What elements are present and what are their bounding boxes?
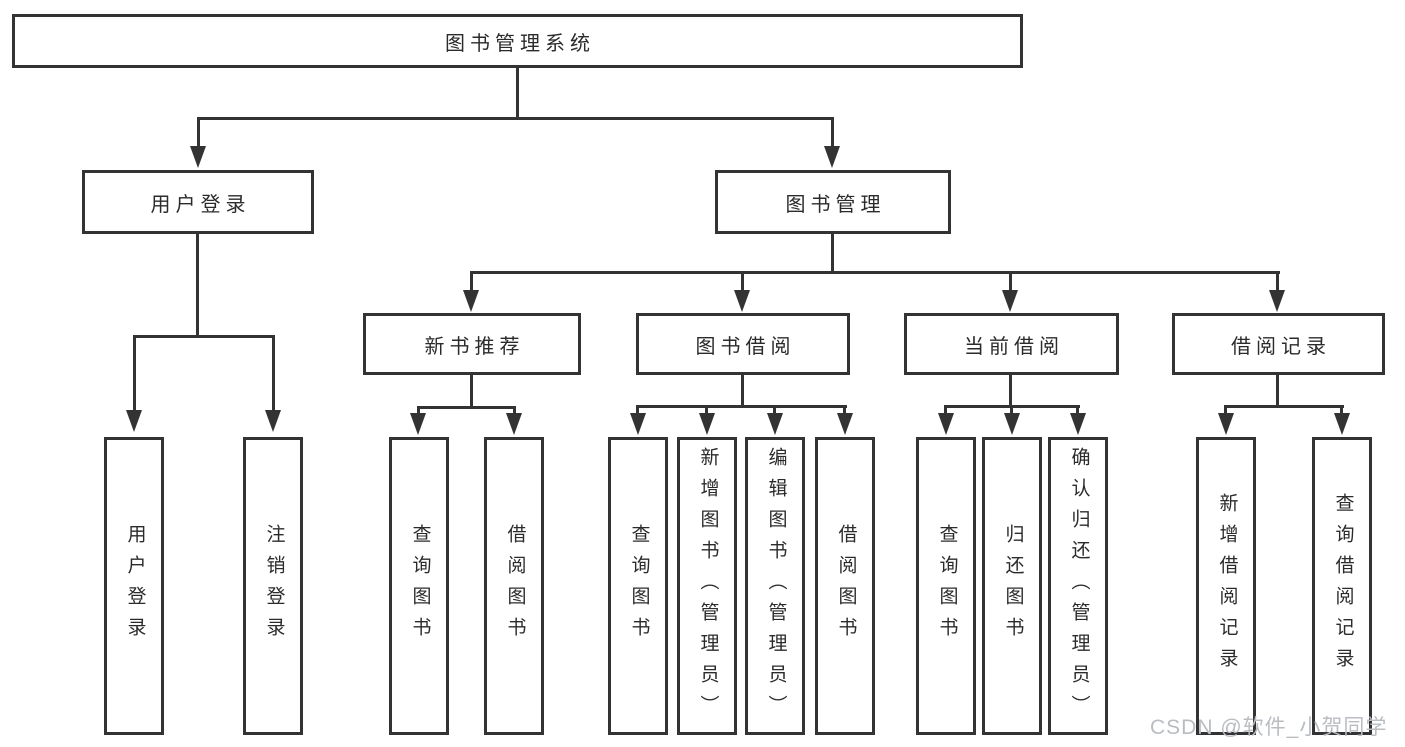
node-book-borrowing: 图书借阅 [636,313,850,375]
connector-line [272,335,275,412]
arrow-down-icon [463,290,479,312]
arrow-down-icon [630,413,646,435]
connector-line [133,335,275,338]
connector-line [513,406,516,416]
connector-line [196,234,199,335]
leaf-return-books: 归还图书 [982,437,1042,735]
watermark: CSDN @软件_小贺同学 [1150,716,1388,739]
node-book-management: 图书管理 [715,170,951,234]
connector-line [197,117,200,148]
leaf-query-books: 查询图书 [389,437,449,735]
connector-line [417,406,516,409]
connector-line [741,271,744,292]
leaf-add-books-admin: 新增图书（管理员） [677,437,737,735]
arrow-down-icon [1004,413,1020,435]
connector-line [1276,271,1279,292]
leaf-edit-books-admin: 编辑图书（管理员） [745,437,805,735]
arrow-down-icon [699,413,715,435]
connector-line [133,335,136,412]
arrow-down-icon [837,413,853,435]
arrow-down-icon [506,413,522,435]
arrow-down-icon [126,410,142,432]
connector-line [470,271,1280,274]
connector-line [636,405,639,415]
connector-line [1009,271,1012,292]
connector-line [417,406,420,416]
arrow-down-icon [1269,290,1285,312]
arrow-down-icon [767,413,783,435]
connector-line [1276,375,1279,405]
arrow-down-icon [190,146,206,168]
leaf-confirm-return-admin: 确认归还（管理员） [1048,437,1108,735]
connector-line [773,405,776,415]
connector-line [1009,375,1012,405]
connector-line [831,234,834,271]
arrow-down-icon [938,413,954,435]
connector-line [944,405,947,415]
connector-line [705,405,708,415]
connector-line [470,375,473,406]
connector-line [1076,405,1079,415]
arrow-down-icon [824,146,840,168]
connector-line [1340,405,1343,415]
connector-line [831,117,834,148]
leaf-borrow-books: 借阅图书 [815,437,875,735]
connector-line [636,405,847,408]
leaf-query-books: 查询图书 [608,437,668,735]
node-borrowing-records: 借阅记录 [1172,313,1385,375]
connector-line [1010,405,1013,415]
leaf-user-login: 用户登录 [104,437,164,735]
node-user-login: 用户登录 [82,170,314,234]
connector-line [741,375,744,405]
node-new-book-recommendation: 新书推荐 [363,313,581,375]
leaf-logout-login: 注销登录 [243,437,303,735]
node-current-borrowing: 当前借阅 [904,313,1119,375]
leaf-query-borrow-record: 查询借阅记录 [1312,437,1372,735]
connector-line [1224,405,1227,415]
connector-line [843,405,846,415]
arrow-down-icon [1334,413,1350,435]
arrow-down-icon [265,410,281,432]
connector-line [516,68,519,117]
leaf-query-books: 查询图书 [916,437,976,735]
arrow-down-icon [1002,290,1018,312]
connector-line [197,117,834,120]
arrow-down-icon [734,290,750,312]
arrow-down-icon [410,413,426,435]
arrow-down-icon [1070,413,1086,435]
node-library-management-system: 图书管理系统 [12,14,1023,68]
connector-line [470,271,473,292]
leaf-borrow-books: 借阅图书 [484,437,544,735]
leaf-add-borrow-record: 新增借阅记录 [1196,437,1256,735]
arrow-down-icon [1218,413,1234,435]
connector-line [1224,405,1344,408]
